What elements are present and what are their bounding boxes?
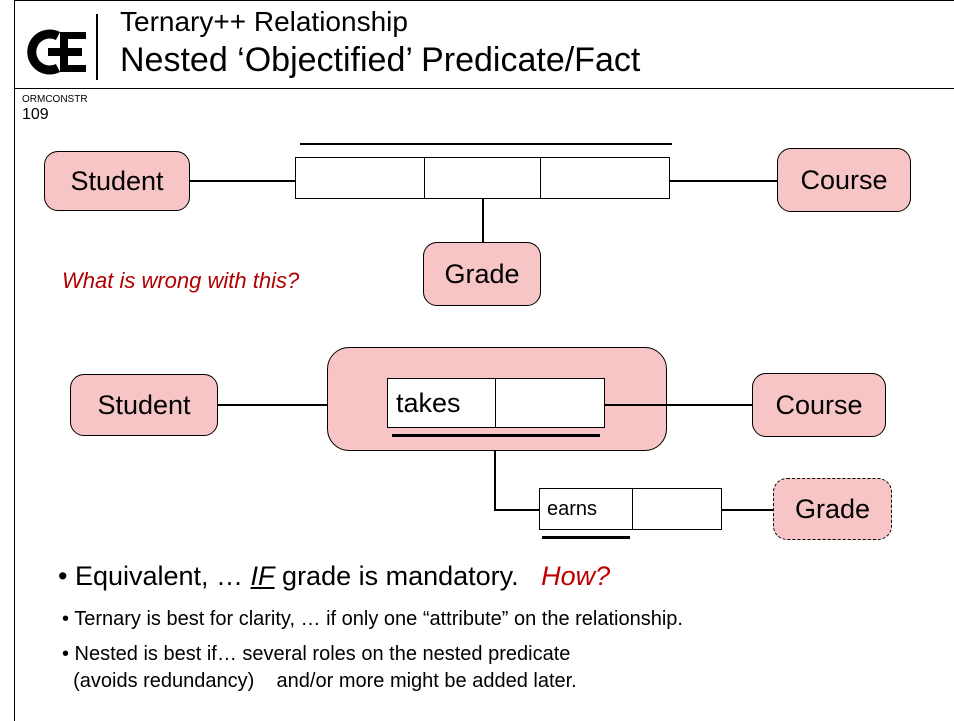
entity-student-label: Student [70, 165, 164, 196]
entity-course-label: Course [800, 164, 888, 195]
slide-number: 109 [22, 106, 49, 123]
entity-course-top[interactable]: Course [777, 148, 911, 212]
connector-ternary-course [670, 180, 778, 182]
entity-grade-bottom[interactable]: Grade [773, 478, 892, 540]
connector-earns-grade [722, 509, 774, 511]
bullet-if-word: IF [250, 561, 275, 591]
question-text: What is wrong with this? [62, 268, 300, 293]
bullet-equivalent-text-2: grade is mandatory. [274, 561, 542, 591]
entity-course-label: Course [775, 389, 863, 420]
bullet-nested-line-2: (avoids redundancy) and/or more might be… [62, 670, 577, 692]
bullet-nested-line-1: • Nested is best if… several roles on th… [62, 643, 571, 665]
bullet-ternary: • Ternary is best for clarity, … if only… [62, 608, 683, 630]
uniqueness-bar-takes [392, 434, 600, 437]
logo-divider [96, 14, 98, 80]
header-rule [14, 88, 954, 89]
entity-course-bottom[interactable]: Course [752, 373, 886, 437]
connector-student-takes [218, 404, 388, 406]
entity-student-bottom[interactable]: Student [70, 374, 218, 436]
ternary-role-box-2[interactable] [424, 157, 541, 199]
entity-grade-top[interactable]: Grade [423, 242, 541, 306]
predicate-takes-label: takes [396, 387, 461, 418]
uniqueness-bar-ternary [300, 143, 672, 145]
ternary-role-box-3[interactable] [540, 157, 670, 199]
entity-grade-label: Grade [444, 258, 520, 289]
title-line-1: Ternary++ Relationship [120, 6, 408, 37]
connector-ternary-grade [482, 199, 484, 243]
frame-top-border [14, 0, 954, 1]
connector-nested-earns-horizontal [494, 509, 540, 511]
connector-nested-earns-vertical [494, 451, 496, 510]
connector-student-ternary [190, 180, 296, 182]
earns-role-box-2[interactable] [632, 488, 722, 530]
takes-role-box-2[interactable] [495, 378, 605, 428]
connector-takes-course [605, 404, 753, 406]
ternary-role-box-1[interactable] [295, 157, 425, 199]
entity-student-top[interactable]: Student [44, 151, 190, 211]
entity-grade-label: Grade [794, 493, 871, 524]
uniqueness-bar-earns [542, 536, 630, 539]
earns-role-box-1[interactable]: earns [539, 488, 634, 530]
bullet-how: How? [541, 561, 611, 591]
bullet-equivalent-text-1: • Equivalent, … [58, 561, 251, 591]
predicate-earns-label: earns [547, 497, 598, 520]
takes-role-box-1[interactable]: takes [387, 378, 497, 428]
frame-left-border [14, 0, 15, 721]
bullet-equivalent: • Equivalent, … IF grade is mandatory. H… [58, 561, 610, 592]
entity-student-label: Student [97, 389, 191, 420]
slide-code: ORMCONSTR [22, 94, 88, 105]
course-logo-icon [24, 28, 94, 76]
title-line-2: Nested ‘Objectified’ Predicate/Fact [120, 41, 641, 79]
